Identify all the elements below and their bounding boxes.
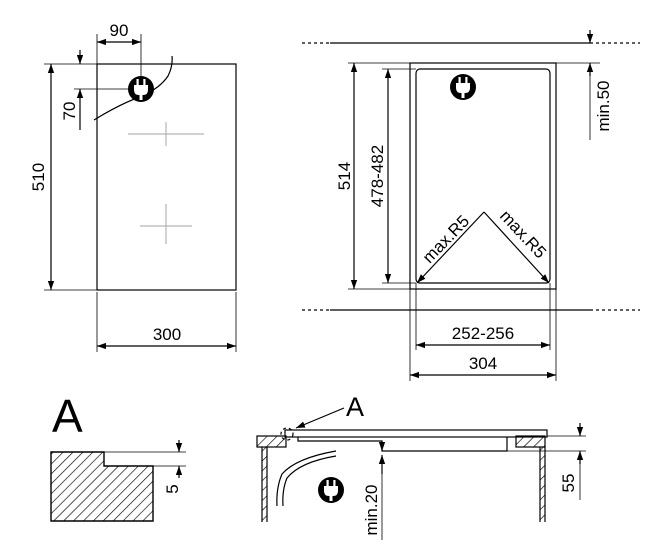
height-label: 514 — [335, 162, 354, 190]
plug-icon — [318, 477, 344, 503]
hob-body — [297, 437, 508, 452]
outer-width-label: 304 — [469, 354, 497, 373]
height-label: 510 — [29, 163, 48, 191]
clearance-label: min.50 — [594, 80, 613, 131]
power-cable — [276, 450, 337, 507]
cooking-zone-lower — [140, 204, 192, 244]
section-view: A min.20 55 — [256, 392, 586, 540]
radius-right-leader — [483, 211, 550, 284]
hob-glass — [284, 429, 548, 438]
plug-icon — [128, 76, 154, 102]
plug-icon — [450, 74, 476, 100]
width-label: 300 — [153, 325, 181, 344]
cutout-outline — [415, 68, 551, 284]
power-cable — [93, 55, 173, 121]
hob-outline — [409, 62, 557, 290]
hob-top-view: 300 510 90 70 — [29, 21, 237, 352]
thickness-label: 55 — [559, 474, 578, 493]
worktop-left — [256, 435, 287, 448]
inner-width-label: 252-256 — [452, 324, 514, 343]
radius-left-leader — [416, 211, 485, 284]
detail-a-view: A 5 — [50, 390, 186, 522]
inner-height-label: 478-482 — [368, 145, 387, 207]
worktop-section — [50, 451, 154, 522]
section-letter: A — [346, 392, 364, 422]
step-label: 5 — [163, 484, 182, 493]
cooking-zone-upper — [128, 122, 204, 146]
hob-outline — [96, 63, 237, 291]
detail-leader — [295, 407, 345, 429]
worktop-right — [515, 435, 546, 448]
clearance-label: min.20 — [362, 484, 381, 535]
socket-x-label: 90 — [110, 21, 129, 40]
cutout-view: min.50 514 478-482 max.R5 max.R5 252-256… — [302, 30, 640, 381]
socket-y-label: 70 — [60, 102, 79, 121]
detail-letter: A — [52, 390, 83, 442]
radius-left-label: max.R5 — [419, 212, 473, 267]
